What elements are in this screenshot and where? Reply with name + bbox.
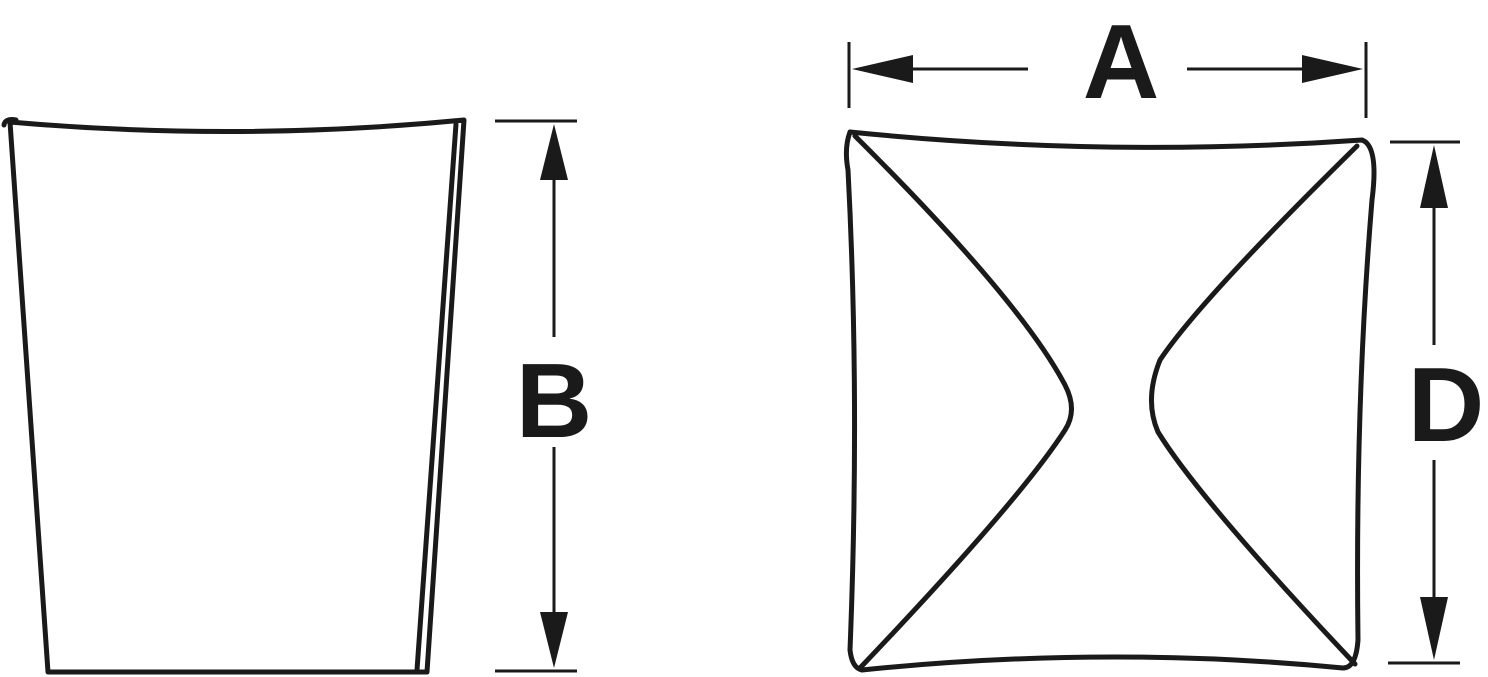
dimension-d-arrow-up [1420,145,1448,208]
side-view [1,117,467,675]
dimension-a: A [847,3,1368,121]
top-view-outline [843,129,1377,673]
side-view-edge-line [414,121,459,673]
side-view-outline [1,117,467,675]
dimension-a-label: A [1083,3,1160,121]
dimension-b-arrow-up [540,124,568,180]
top-view-right-facet [1148,143,1360,667]
top-view-left-facet [852,133,1074,671]
dimension-a-arrow-right [1302,55,1363,83]
dimension-b-label: B [516,342,593,460]
dimension-b: B [495,119,593,673]
dimension-a-arrow-left [852,55,913,83]
dimension-b-arrow-down [540,612,568,668]
dimension-d-label: D [1408,346,1485,464]
dimension-d-arrow-down [1420,597,1448,660]
top-view [843,129,1377,673]
dimension-d: D [1388,140,1485,665]
